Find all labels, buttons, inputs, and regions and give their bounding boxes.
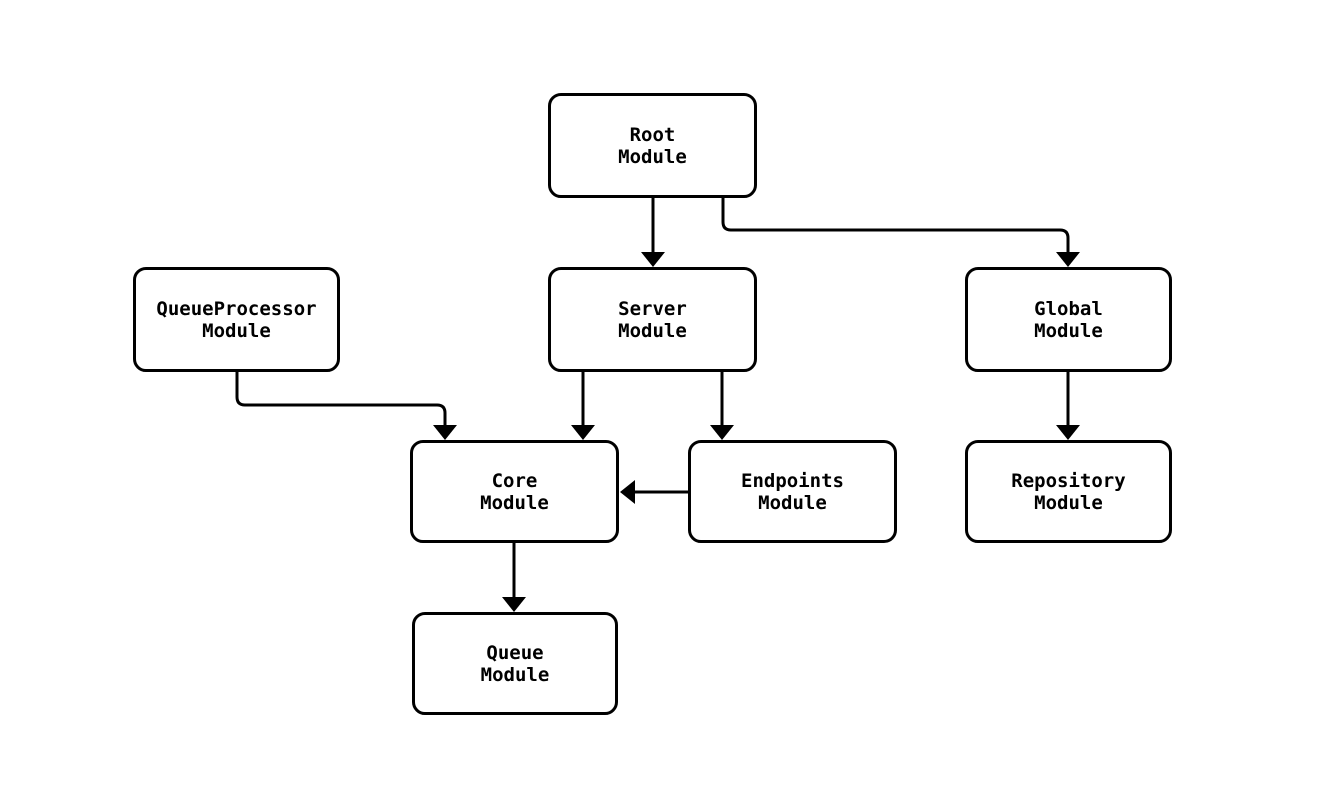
arrowhead-icon bbox=[620, 480, 635, 504]
node-label-line2: Module bbox=[1034, 319, 1103, 342]
node-label-line2: Module bbox=[202, 319, 271, 342]
node-global-module: Global Module bbox=[965, 267, 1172, 372]
node-label-line2: Module bbox=[618, 145, 687, 168]
node-label-line1: Server bbox=[618, 297, 687, 320]
node-label-line1: Queue bbox=[486, 641, 544, 664]
node-label-line1: Root bbox=[629, 123, 676, 146]
arrowhead-icon bbox=[641, 252, 665, 267]
node-repository-module: Repository Module bbox=[965, 440, 1172, 543]
arrowhead-icon bbox=[571, 425, 595, 440]
arrowhead-icon bbox=[502, 597, 526, 612]
node-label-line1: Global bbox=[1034, 297, 1103, 320]
edge-core-to-queue bbox=[502, 541, 526, 612]
node-label-line1: QueueProcessor bbox=[156, 297, 317, 320]
node-queue-module: Queue Module bbox=[412, 612, 618, 715]
edge-endpoints-to-core bbox=[620, 480, 690, 504]
edge-root-to-server bbox=[641, 196, 665, 267]
node-queueprocessor-module: QueueProcessor Module bbox=[133, 267, 340, 372]
edge-server-to-core bbox=[571, 370, 595, 440]
node-label-line2: Module bbox=[480, 663, 550, 686]
node-label-line1: Core bbox=[491, 469, 538, 492]
node-server-module: Server Module bbox=[548, 267, 757, 372]
arrowhead-icon bbox=[433, 425, 457, 440]
arrowhead-icon bbox=[1056, 425, 1080, 440]
edge-root-to-global bbox=[721, 196, 1080, 267]
node-endpoints-module: Endpoints Module bbox=[688, 440, 897, 543]
node-label-line1: Repository bbox=[1011, 469, 1126, 492]
node-label-line1: Endpoints bbox=[741, 469, 844, 492]
node-root-module: Root Module bbox=[548, 93, 757, 198]
arrowhead-icon bbox=[710, 425, 734, 440]
edge-server-to-endpoints bbox=[710, 370, 734, 440]
node-label-line2: Module bbox=[1034, 491, 1103, 514]
edge-global-to-repository bbox=[1056, 370, 1080, 440]
arrowhead-icon bbox=[1056, 252, 1080, 267]
node-label-line2: Module bbox=[758, 491, 827, 514]
edge-queueprocessor-to-core bbox=[235, 370, 457, 440]
node-core-module: Core Module bbox=[410, 440, 619, 543]
node-label-line2: Module bbox=[618, 319, 687, 342]
node-label-line2: Module bbox=[480, 491, 549, 514]
